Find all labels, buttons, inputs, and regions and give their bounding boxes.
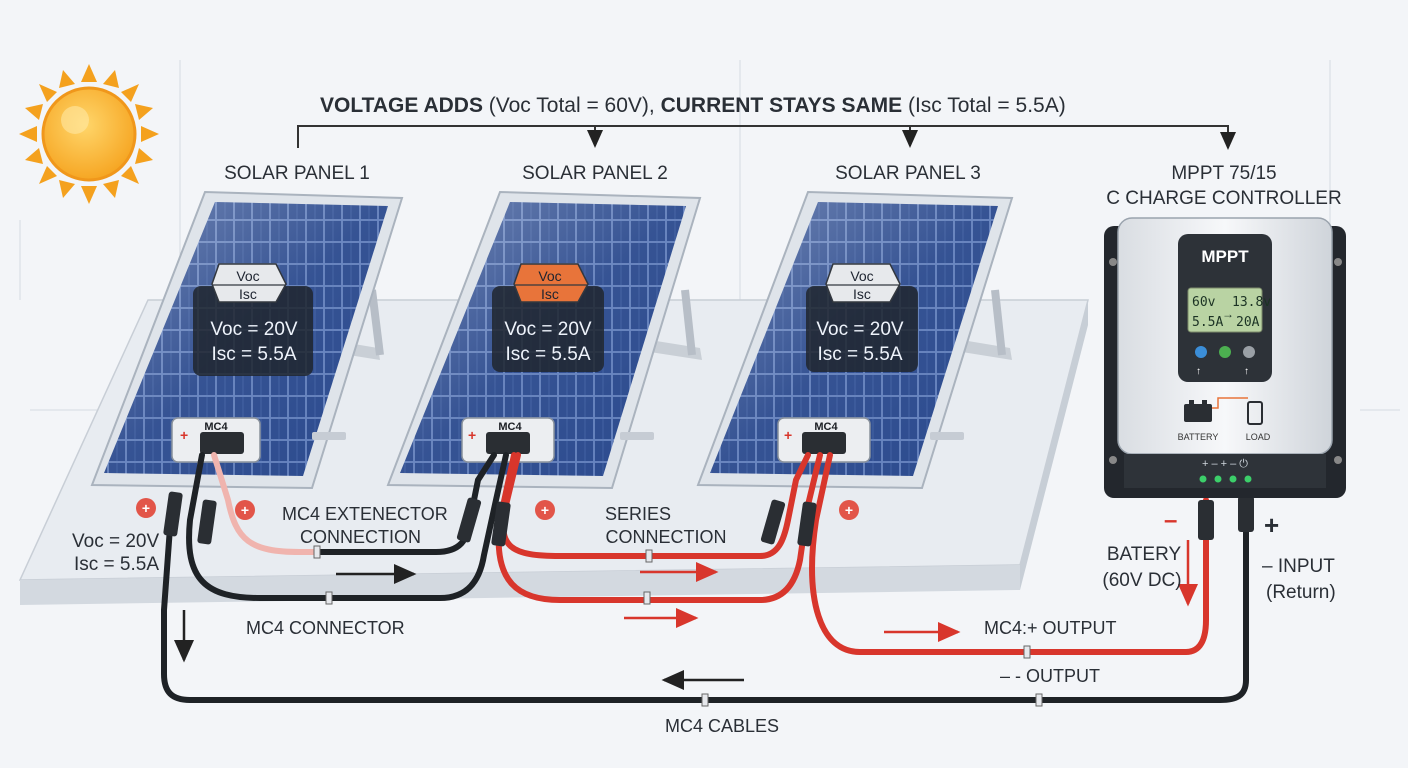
mc4-cables-label: MC4 CABLES: [665, 716, 779, 736]
terminal-leds: [1199, 475, 1252, 483]
panel-1-mc4-label: MC4: [204, 421, 228, 433]
lcd-input-current: 5.5A: [1192, 315, 1223, 330]
battery-voltage-line2: (60V DC): [1102, 570, 1181, 591]
load-label: LOAD: [1246, 432, 1271, 442]
controller-button-3[interactable]: [1243, 346, 1255, 358]
positive-output-cable: [809, 452, 1209, 655]
panel-2-isc: Isc = 5.5A: [505, 344, 590, 365]
svg-text:+: +: [541, 502, 549, 518]
panel-1-positive-lead: [211, 452, 323, 555]
svg-text:+: +: [142, 500, 150, 516]
svg-text:+: +: [241, 502, 249, 518]
plus-sign-label: +: [1264, 510, 1279, 540]
mc4-extension-label-line2: CONNECTION: [300, 527, 421, 547]
positive-badges: + + + +: [136, 498, 859, 520]
load-icon: [1247, 401, 1263, 425]
panel-1-negative-link: [186, 452, 509, 601]
inline-couplers: [313, 545, 1043, 707]
lcd-output-current: 20A: [1236, 315, 1260, 330]
up-arrow-icon: ↑: [1196, 366, 1201, 377]
panel-3-title: SOLAR PANEL 3: [835, 163, 981, 184]
wiring: [161, 452, 1249, 703]
lcd-arrow-icon: →: [1222, 307, 1234, 321]
flow-arrows: [174, 540, 1198, 690]
series-link-2-3-red-lower: [495, 452, 823, 603]
header-voltage-rest: (Voc Total = 60V),: [483, 94, 661, 117]
panel-2-isc-tag: Isc: [541, 286, 559, 302]
header-current-bold: CURRENT STAYS SAME: [661, 94, 903, 117]
header-bracket: [297, 125, 1236, 150]
panel-2-title: SOLAR PANEL 2: [522, 163, 668, 184]
return-cable: [161, 497, 1249, 703]
return-label: (Return): [1266, 582, 1336, 603]
panel-3-mc4-label: MC4: [814, 421, 838, 433]
lcd-input-voltage: 60v: [1192, 295, 1216, 310]
panel-1-voc: Voc = 20V: [210, 319, 297, 340]
left-isc-label: Isc = 5.5A: [74, 554, 159, 575]
controller-brand: MPPT: [1201, 247, 1249, 266]
controller-button-1[interactable]: [1195, 346, 1207, 358]
panel-3-plus-mark: +: [784, 427, 792, 443]
svg-text:+: +: [845, 502, 853, 518]
battery-label: BATTERY: [1178, 432, 1219, 442]
panel-2-plus-mark: +: [468, 427, 476, 443]
mc4-plugs: [163, 491, 1254, 547]
panel-2-mc4-label: MC4: [498, 421, 522, 433]
battery-voltage-line1: BATERY: [1107, 544, 1182, 565]
minus-output-label: – - OUTPUT: [1000, 666, 1100, 686]
panel-3-voc: Voc = 20V: [816, 319, 903, 340]
battery-icon: [1184, 400, 1212, 422]
terminal-symbols: + – + – ⏻: [1202, 458, 1248, 470]
minus-sign-label: –: [1164, 507, 1177, 534]
panel-1-title: SOLAR PANEL 1: [224, 163, 370, 184]
panel-1-isc: Isc = 5.5A: [211, 344, 296, 365]
solar-panel-1: SOLAR PANEL 1 Voc Isc Voc = 20V Isc = 5.…: [90, 163, 404, 490]
mc4-plus-output-label: MC4:+ OUTPUT: [984, 618, 1117, 638]
header-title: VOLTAGE ADDS (Voc Total = 60V), CURRENT …: [320, 94, 1066, 117]
panel-1-voc-tag: Voc: [236, 268, 259, 284]
annotations: Voc = 20V Isc = 5.5A MC4 EXTENECTOR CONN…: [72, 504, 1336, 736]
header-voltage-bold: VOLTAGE ADDS: [320, 94, 483, 117]
panel-3-isc-tag: Isc: [853, 286, 871, 302]
panel-3-isc: Isc = 5.5A: [817, 344, 902, 365]
panel-2-voc: Voc = 20V: [504, 319, 591, 340]
panel-2-voc-tag: Voc: [538, 268, 561, 284]
lcd-output-voltage: 13.8v: [1232, 295, 1271, 310]
charge-controller: MPPT 75/15 C CHARGE CONTROLLER MPPT 60v …: [1104, 163, 1346, 498]
controller-title-line2: C CHARGE CONTROLLER: [1106, 188, 1341, 209]
series-label-line2: CONNECTION: [606, 527, 727, 547]
up-arrow-icon-2: ↑: [1244, 366, 1249, 377]
header-current-rest: (Isc Total = 5.5A): [902, 94, 1066, 117]
panel-1-plus-mark: +: [180, 427, 188, 443]
controller-button-2[interactable]: [1219, 346, 1231, 358]
panel-1-isc-tag: Isc: [239, 286, 257, 302]
rail-clamps: [312, 432, 964, 440]
left-voc-label: Voc = 20V: [72, 531, 159, 552]
panel-3-voc-tag: Voc: [850, 268, 873, 284]
sun-icon: [19, 64, 159, 204]
minus-input-label: – INPUT: [1262, 556, 1335, 577]
controller-title-line1: MPPT 75/15: [1171, 163, 1276, 184]
mc4-connector-label: MC4 CONNECTOR: [246, 618, 405, 638]
series-label-line1: SERIES: [605, 504, 671, 524]
solar-panel-3: SOLAR PANEL 3 Voc Isc Voc = 20V Isc = 5.…: [696, 163, 1014, 490]
mc4-extension-label-line1: MC4 EXTENECTOR: [282, 504, 448, 524]
solar-panel-2: SOLAR PANEL 2 Voc Isc Voc = 20V Isc = 5.…: [386, 163, 702, 490]
